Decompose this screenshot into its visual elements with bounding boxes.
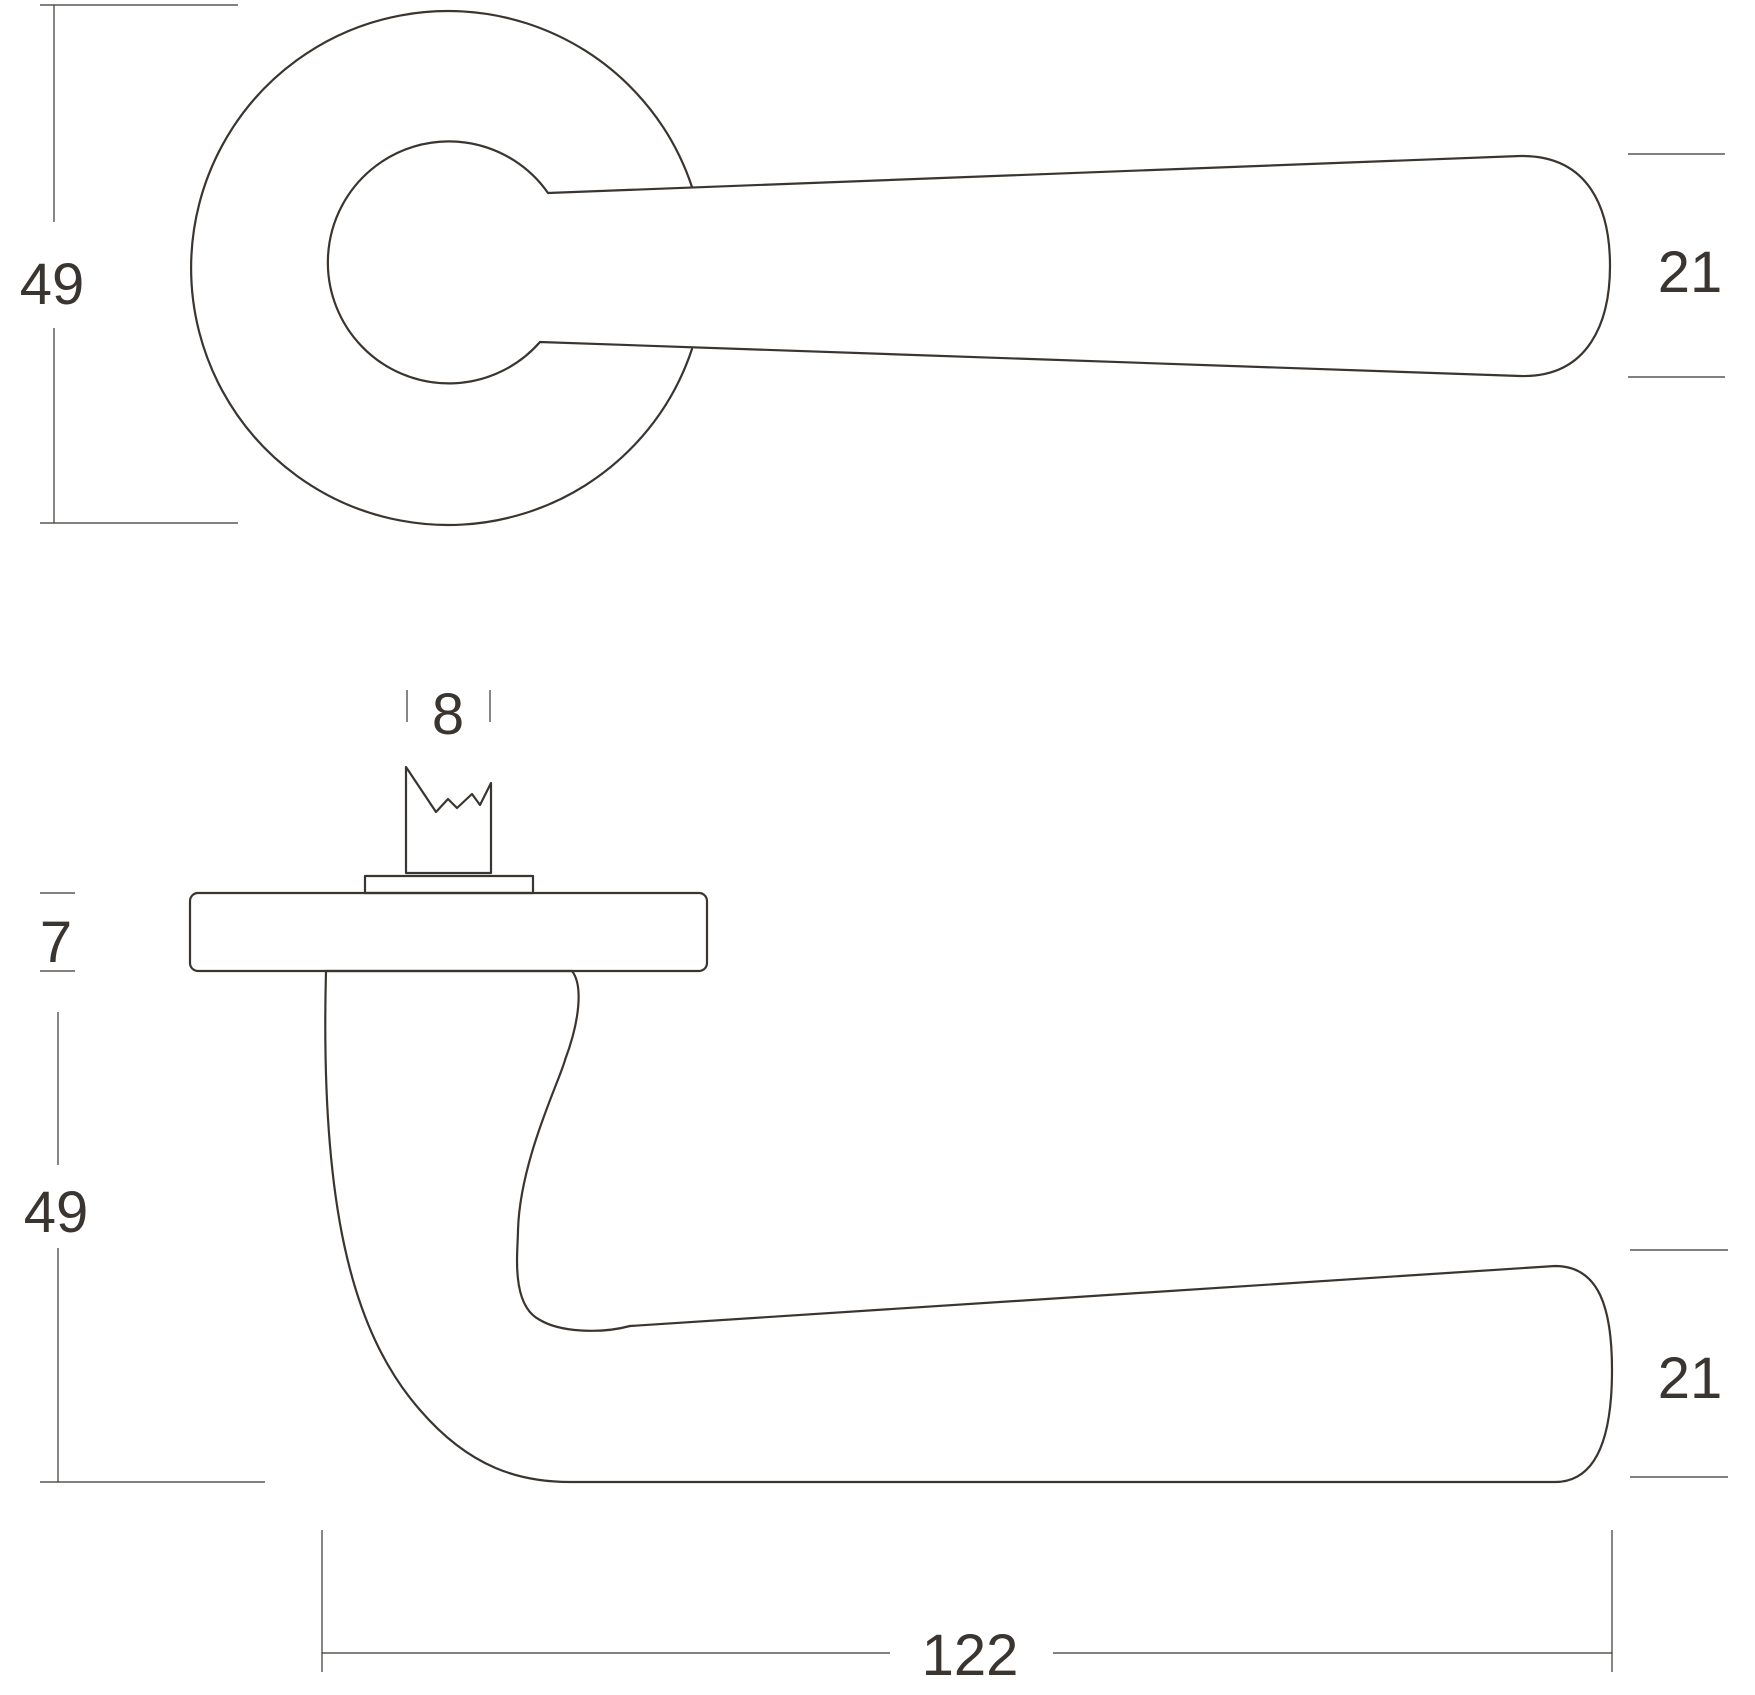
dimension-label-spindle: 8 [432, 682, 464, 747]
dimension-label-rose-thickness: 7 [40, 910, 72, 975]
side-view: 8 7 49 21 122 [24, 682, 1728, 1688]
spindle-outline [404, 765, 493, 875]
top-rose-outline [190, 9, 694, 527]
dimension-label-top-rose: 49 [20, 252, 85, 317]
dimension-side-height: 49 [24, 1012, 265, 1483]
spindle-base [363, 874, 535, 895]
dimension-side-handle-height: 21 [1630, 1249, 1728, 1478]
dimension-top-handle-height: 21 [1628, 153, 1725, 378]
dimension-spindle-width: 8 [406, 682, 491, 747]
dimension-top-rose-diameter: 49 [20, 4, 238, 524]
dimension-label-top-handle: 21 [1658, 240, 1723, 305]
dimension-rose-thickness: 7 [40, 892, 75, 975]
top-view: 49 21 [20, 4, 1725, 527]
dimension-handle-length: 122 [321, 1530, 1613, 1688]
dimension-label-handle-length: 122 [922, 1623, 1019, 1688]
side-rose [188, 891, 709, 973]
dimension-label-side-handle: 21 [1658, 1346, 1723, 1411]
dimension-label-side-height: 49 [24, 1180, 89, 1245]
side-lever-outline [324, 969, 1614, 1484]
top-lever-outline [326, 140, 1612, 385]
